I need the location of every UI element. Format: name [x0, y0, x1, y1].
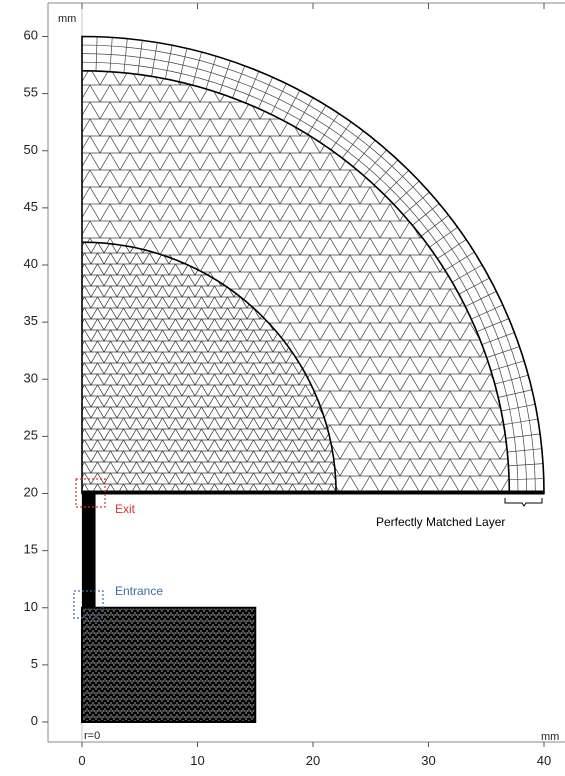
y-tick-label: 20: [24, 485, 38, 500]
y-tick-label: 40: [24, 256, 38, 271]
y-tick-label: 60: [24, 28, 38, 43]
x-tick-label: 20: [306, 753, 320, 768]
y-tick-label: 15: [24, 542, 38, 557]
channel: [82, 493, 96, 608]
x-axis: 0 10 20 30 40: [78, 3, 551, 768]
x-tick-label: 30: [421, 753, 435, 768]
y-tick-label: 45: [24, 199, 38, 214]
y-tick-label: 50: [24, 142, 38, 157]
pml-radial-lines: [81, 36, 544, 494]
outlet-plane-strip: [82, 490, 544, 495]
inner-refined-region: [82, 242, 337, 494]
y-axis: 0 5 10 15 20 25 30 35 40 45 50 55 60: [24, 28, 48, 728]
pml-ring: [81, 61, 519, 494]
domain-outline: [81, 35, 545, 495]
entrance-label: Entrance: [115, 584, 163, 598]
y-tick-label: 55: [24, 85, 38, 100]
x-tick-label: 40: [537, 753, 551, 768]
pml-inner-arc: [81, 69, 511, 494]
inner-arc: [81, 241, 337, 494]
inlet-box: [81, 606, 257, 723]
y-tick-label: 0: [31, 713, 38, 728]
pml-ring: [81, 44, 536, 494]
r0-label: r=0: [84, 730, 100, 742]
pml-ring: [81, 53, 528, 494]
y-tick-label: 25: [24, 427, 38, 442]
y-tick-label: 35: [24, 313, 38, 328]
x-tick-label: 0: [78, 753, 85, 768]
pml-label: Perfectly Matched Layer: [376, 515, 505, 529]
x-tick-label: 10: [190, 753, 204, 768]
y-tick-label: 5: [31, 656, 38, 671]
y-tick-label: 10: [24, 599, 38, 614]
pml-bracket: [504, 498, 543, 507]
x-unit-label: mm: [541, 731, 559, 743]
mesh-geometry: [81, 35, 545, 723]
exit-marker: [75, 478, 106, 508]
y-unit-label: mm: [58, 13, 76, 25]
y-tick-label: 30: [24, 370, 38, 385]
exit-label: Exit: [115, 502, 136, 516]
